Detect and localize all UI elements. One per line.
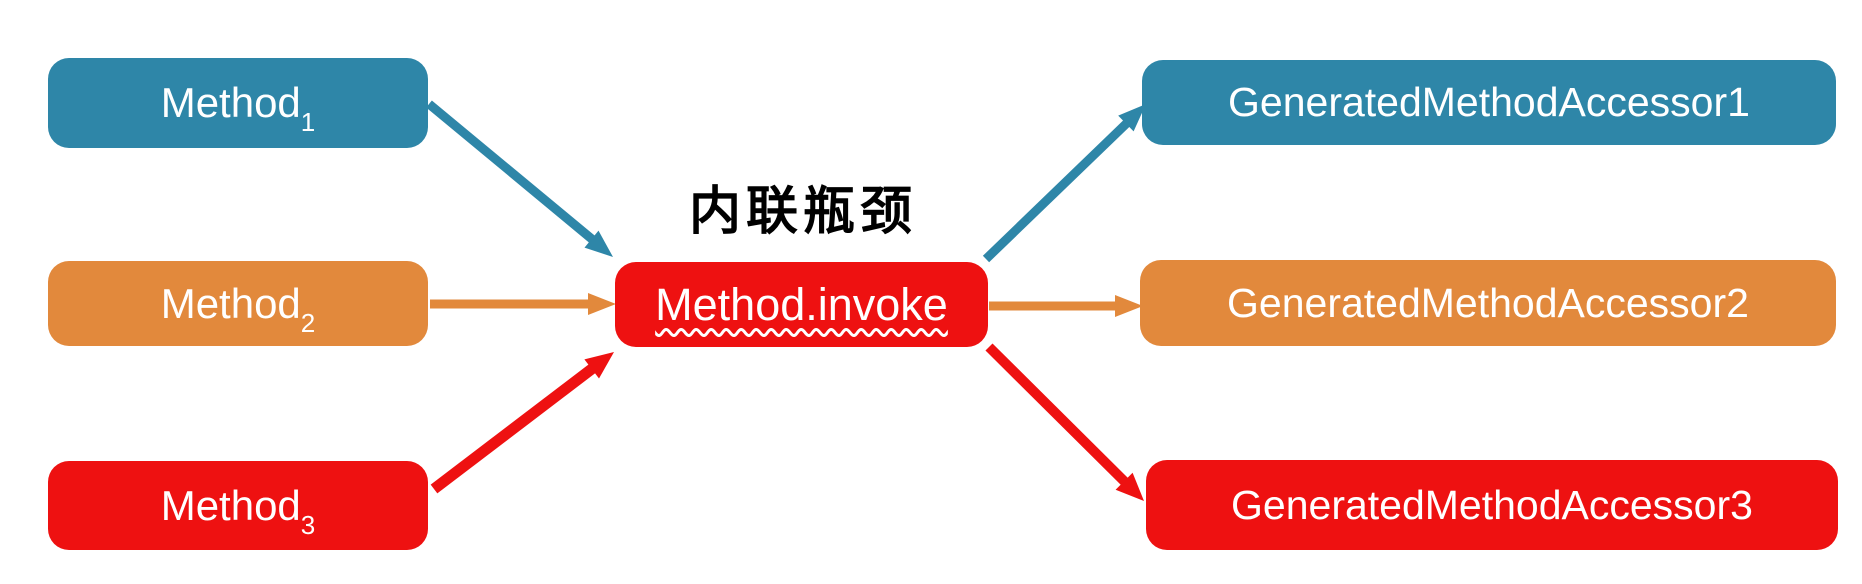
node-method-2-label: Method2	[160, 279, 316, 338]
arrow-invoke-to-accessor2	[989, 295, 1143, 317]
arrow-invoke-to-accessor1	[982, 104, 1146, 263]
node-generated-method-accessor-1: GeneratedMethodAccessor1	[1142, 60, 1836, 145]
arrow-method2-to-invoke	[430, 293, 616, 315]
node-generated-method-accessor-3-label: GeneratedMethodAccessor3	[1231, 481, 1753, 528]
node-method-invoke: Method.invoke	[615, 262, 988, 347]
node-method-2: Method2	[48, 261, 428, 346]
node-generated-method-accessor-2: GeneratedMethodAccessor2	[1140, 260, 1836, 346]
node-method-3-label: Method3	[160, 481, 316, 540]
node-method-1-label: Method1	[160, 79, 316, 138]
arrow-method3-to-invoke	[430, 352, 614, 494]
node-method-3: Method3	[48, 461, 428, 550]
diagram-title: 内联瓶颈	[688, 183, 917, 241]
arrow-invoke-to-accessor3	[985, 343, 1144, 501]
node-method-1: Method1	[48, 58, 428, 148]
node-generated-method-accessor-3: GeneratedMethodAccessor3	[1146, 460, 1838, 550]
arrow-method1-to-invoke	[426, 100, 613, 257]
node-generated-method-accessor-2-label: GeneratedMethodAccessor2	[1227, 279, 1749, 326]
node-generated-method-accessor-1-label: GeneratedMethodAccessor1	[1228, 79, 1750, 125]
node-method-invoke-label: Method.invoke	[655, 279, 948, 330]
